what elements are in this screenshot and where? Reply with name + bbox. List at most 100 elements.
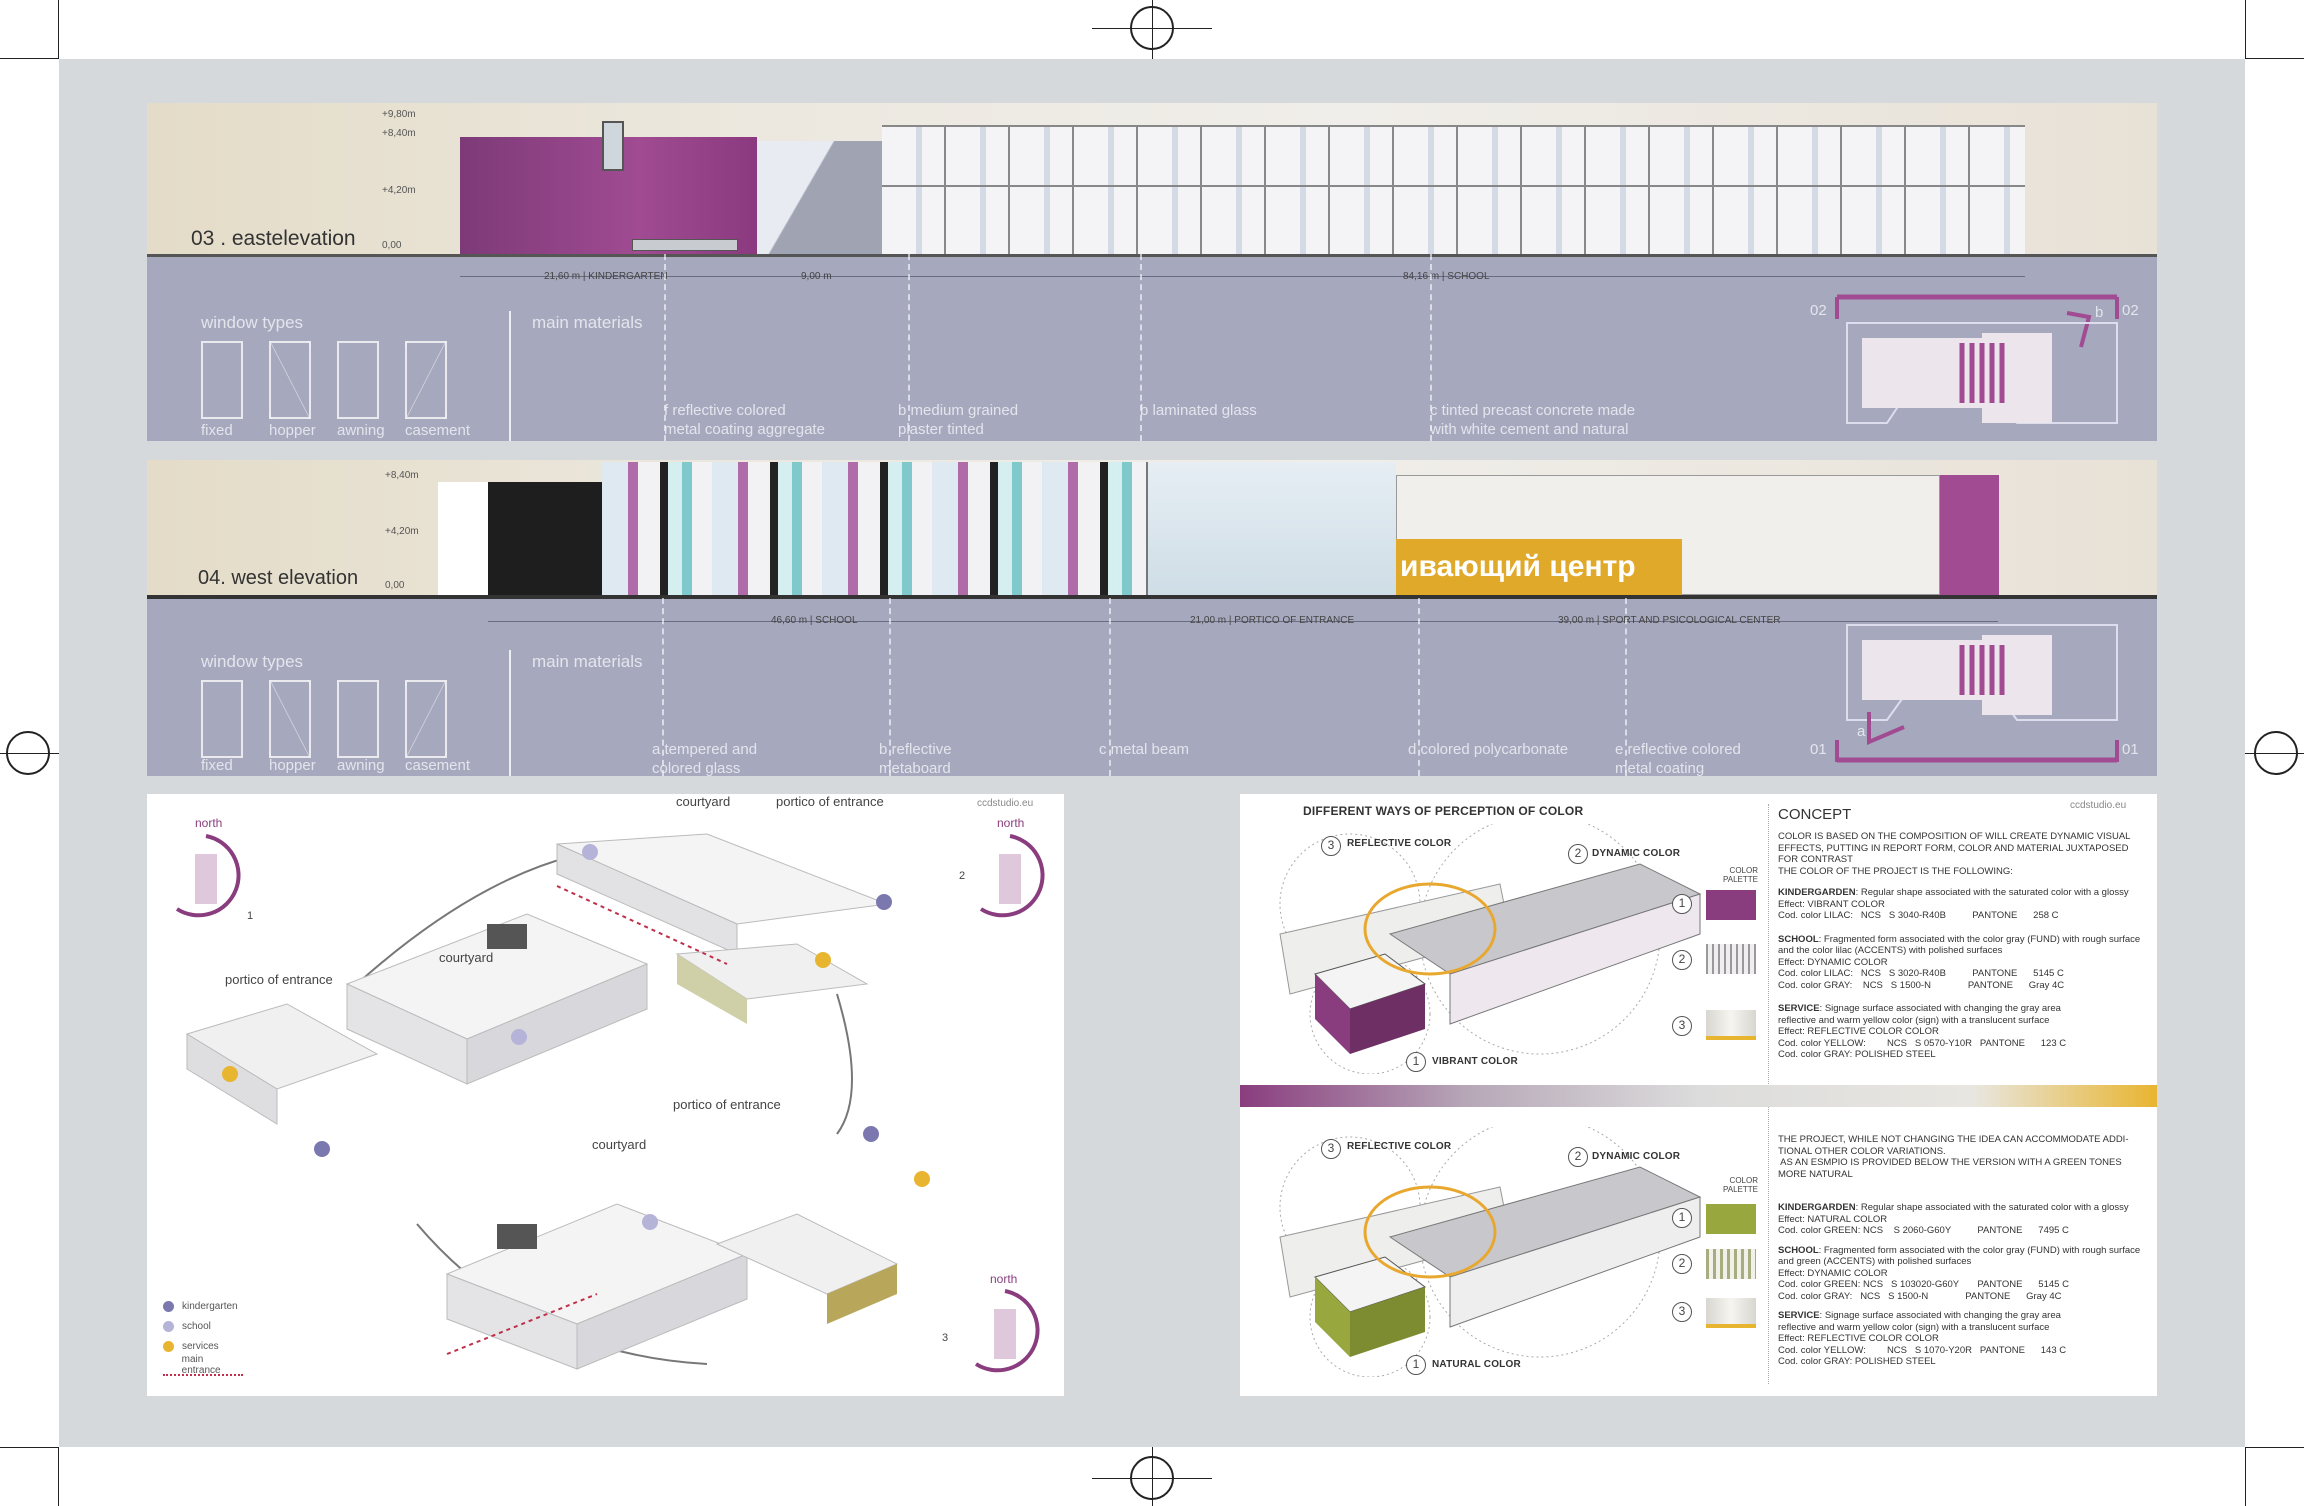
dimension-label: 39,00 m | SPORT AND PSICOLOGICAL CENTER (1558, 615, 1781, 626)
studio-logo: ccdstudio.eu (977, 798, 1034, 809)
level-marker: +8,40m (385, 470, 419, 481)
material-leader (664, 254, 666, 441)
material-leader (1140, 254, 1142, 441)
axonometric-panel: north north north 1 2 3 ccdstudio.eu cou… (147, 794, 1064, 1396)
callout-label: courtyard (439, 950, 494, 965)
color-concept-panel: DIFFERENT WAYS OF PERCEPTION OF COLOR cc… (1240, 794, 2157, 1396)
crop-mark (58, 1447, 59, 1506)
variation-text: THE PROJECT, WHILE NOT CHANGING THE IDEA… (1778, 1134, 2141, 1367)
palette-number: 3 (1672, 1016, 1692, 1036)
concept-title: CONCEPT (1778, 806, 1852, 823)
crop-mark (2245, 0, 2246, 59)
kindergarten-chimney (602, 121, 624, 171)
palette-number: 3 (1672, 1302, 1692, 1322)
school-dot-icon (163, 1320, 174, 1332)
level-marker: +4,20m (382, 185, 416, 196)
building-view-2 (556, 833, 888, 1024)
legend-item: main entrance (163, 1354, 243, 1376)
school-facade (882, 125, 2025, 254)
crop-mark (0, 1447, 59, 1448)
material-leader (1418, 598, 1420, 776)
studio-logo: ccdstudio.eu (2070, 800, 2127, 811)
callout-label: VIBRANT COLOR (1432, 1056, 1518, 1067)
window-type-label: hopper (269, 422, 316, 439)
reflective-swatch (1706, 1298, 1756, 1328)
east-elevation-panel: 03 . eastelevation +9,80m +8,40m +4,20m … (147, 103, 2157, 441)
main-materials-heading: main materials (532, 652, 643, 671)
school-facade (602, 462, 1147, 595)
view-number: 1 (247, 910, 254, 922)
window-type-label: casement (405, 757, 471, 774)
main-materials-heading: main materials (532, 313, 643, 332)
diagram-title: DIFFERENT WAYS OF PERCEPTION OF COLOR (1303, 804, 1584, 818)
dimension-label: 21,00 m | PORTICO OF ENTRANCE (1190, 615, 1355, 626)
legend-item: services (163, 1336, 243, 1356)
material-leader (889, 598, 891, 776)
callout-label: NATURAL COLOR (1432, 1359, 1521, 1370)
building-view-1 (185, 913, 649, 1125)
section-mark: 02 (2122, 302, 2139, 319)
callout-number: 3 (1321, 1139, 1341, 1159)
view-number: 3 (942, 1332, 949, 1344)
ground-line (147, 254, 2157, 257)
gradient-band (1240, 1085, 2157, 1107)
callout-label: portico of entrance (225, 972, 333, 987)
dimension-label: 21,60 m | KINDERGARTEN (544, 271, 668, 282)
section-mark: b (2095, 304, 2104, 321)
crop-mark (1152, 0, 1153, 59)
section-mark: 01 (1810, 741, 1827, 758)
crop-mark (2245, 1447, 2246, 1506)
floor-line (882, 185, 2025, 187)
callout-label: REFLECTIVE COLOR (1347, 838, 1452, 849)
window-type-label: hopper (269, 757, 316, 774)
stripe-swatch (1706, 1249, 1756, 1279)
color-variation-diagram (1279, 1127, 1702, 1377)
building-view-3 (445, 1203, 899, 1370)
crop-mark (1152, 1447, 1153, 1506)
callout-number: 2 (1568, 1147, 1588, 1167)
palette-number: 2 (1672, 950, 1692, 970)
crop-mark (2245, 1447, 2304, 1448)
glass-connector (757, 141, 882, 254)
dimension-label: 9,00 m (801, 271, 832, 282)
palette-number: 1 (1672, 1208, 1692, 1228)
window-type-label: fixed (201, 422, 233, 439)
material-leader (662, 598, 664, 776)
legend-item: school (163, 1316, 243, 1336)
window-type-label: awning (337, 757, 385, 774)
callout-label: courtyard (592, 1137, 647, 1152)
ground-line (147, 595, 2157, 599)
legend: kindergarten school services main entran… (163, 1296, 243, 1376)
dark-block (488, 482, 602, 595)
material-label: b laminated glass (1140, 402, 1257, 419)
level-marker: +9,80m (382, 109, 416, 120)
window-types-heading: window types (201, 313, 304, 332)
dimension-label: 84,16 m | SCHOOL (1403, 271, 1490, 282)
level-marker: 0,00 (385, 580, 405, 591)
crop-mark (0, 753, 59, 754)
awning-window-icon (337, 680, 379, 758)
palette-label: COLOR PALETTE (1723, 866, 1758, 884)
material-leader (1109, 598, 1111, 776)
palette-number: 1 (1672, 894, 1692, 914)
callout-label: portico of entrance (776, 794, 884, 809)
dimension-line (460, 276, 2025, 277)
north-label: north (997, 816, 1025, 830)
kindergarten-dot-icon (163, 1300, 174, 1312)
callout-label: courtyard (676, 794, 731, 809)
crop-mark (0, 58, 59, 59)
window-type-label: casement (405, 422, 471, 439)
level-marker: +8,40m (382, 128, 416, 139)
callout-label: DYNAMIC COLOR (1592, 1151, 1681, 1162)
crop-mark (2245, 58, 2304, 59)
material-label: c metal beam (1099, 741, 1190, 758)
callout-label: REFLECTIVE COLOR (1347, 1141, 1452, 1152)
callout-label: DYNAMIC COLOR (1592, 848, 1681, 859)
kindergarten-entrance (632, 239, 738, 251)
casement-window-icon (405, 680, 447, 758)
material-leader (1430, 254, 1432, 441)
color-perception-diagram (1279, 824, 1702, 1074)
